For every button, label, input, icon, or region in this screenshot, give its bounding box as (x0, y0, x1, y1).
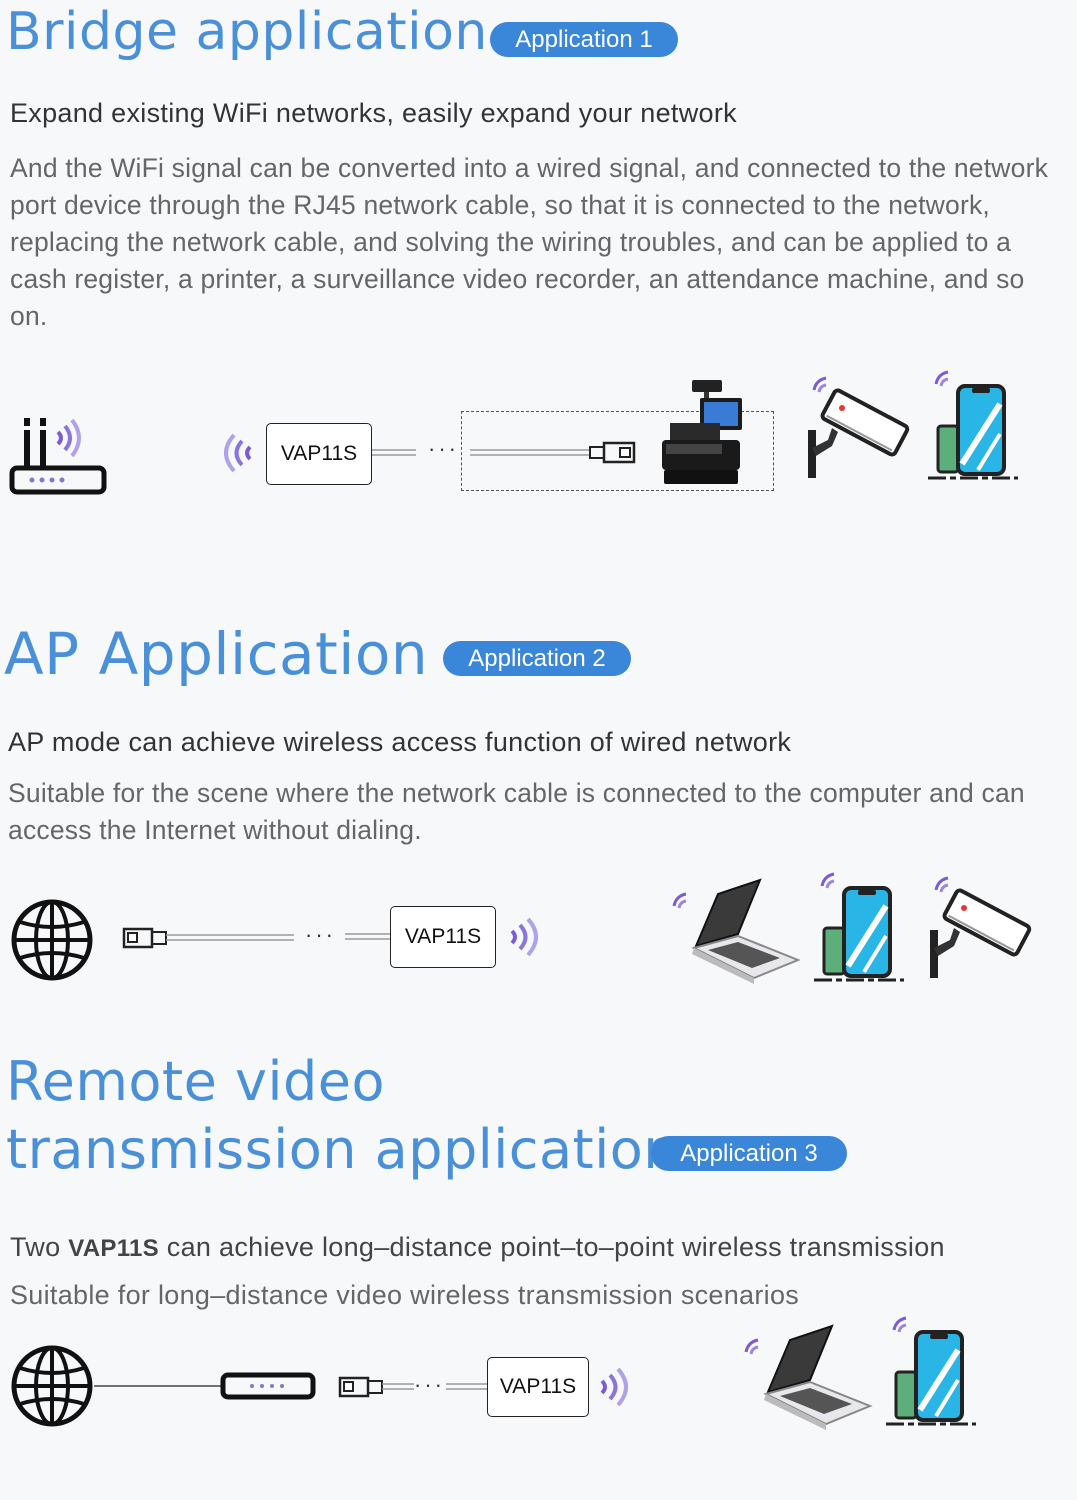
phone-icon (928, 370, 1018, 480)
ethernet-plug-icon (338, 1376, 414, 1398)
wifi-signal-icon (224, 433, 252, 473)
ethernet-cable (94, 1385, 222, 1387)
ethernet-plug-icon (470, 441, 636, 464)
ethernet-plug-icon (122, 927, 294, 949)
wifi-signal-icon (600, 1367, 628, 1407)
cash-register-icon (662, 380, 742, 484)
ap-description: Suitable for the scene where the network… (8, 778, 1025, 845)
phone-icon (814, 872, 904, 982)
vap11s-device-box: VAP11S (390, 906, 496, 968)
camera-icon (808, 376, 910, 478)
application-3-badge: Application 3 (651, 1136, 847, 1171)
laptop-icon (744, 1324, 873, 1430)
ethernet-cable (446, 1383, 488, 1390)
remote-section-title-line2: transmission application (6, 1118, 678, 1181)
bridge-subtitle: Expand existing WiFi networks, easily ex… (10, 98, 737, 128)
camera-icon (930, 876, 1032, 978)
ethernet-cable (345, 933, 391, 940)
remote-subtitle-post: can achieve long–distance point–to–point… (158, 1232, 945, 1262)
cable-ellipsis: ··· (305, 922, 336, 947)
application-2-badge: Application 2 (443, 641, 631, 676)
cable-ellipsis: ··· (414, 1372, 445, 1397)
remote-subtitle-2: Suitable for long–distance video wireles… (10, 1280, 800, 1310)
router-icon (9, 418, 107, 495)
ap-section-title: AP Application (4, 620, 429, 688)
globe-icon (11, 899, 93, 981)
remote-subtitle-device: VAP11S (68, 1235, 159, 1262)
switch-icon (220, 1372, 316, 1400)
application-1-badge: Application 1 (490, 22, 678, 57)
bridge-description: And the WiFi signal can be converted int… (10, 153, 1049, 331)
vap11s-device-box: VAP11S (487, 1357, 589, 1417)
ethernet-cable (372, 449, 416, 456)
ap-subtitle: AP mode can achieve wireless access func… (8, 727, 792, 757)
phone-icon (886, 1316, 976, 1426)
bridge-section-title: Bridge application (6, 2, 488, 62)
remote-subtitle-pre: Two (10, 1232, 69, 1262)
vap11s-device-box: VAP11S (266, 423, 372, 485)
cable-ellipsis: ··· (428, 436, 459, 461)
device-dashed-frame (461, 411, 774, 491)
wifi-signal-icon (510, 917, 538, 957)
remote-section-title-line1: Remote video (6, 1050, 386, 1113)
globe-icon (11, 1345, 93, 1427)
laptop-icon (672, 878, 801, 984)
remote-subtitle: Two VAP11S can achieve long–distance poi… (10, 1232, 945, 1263)
